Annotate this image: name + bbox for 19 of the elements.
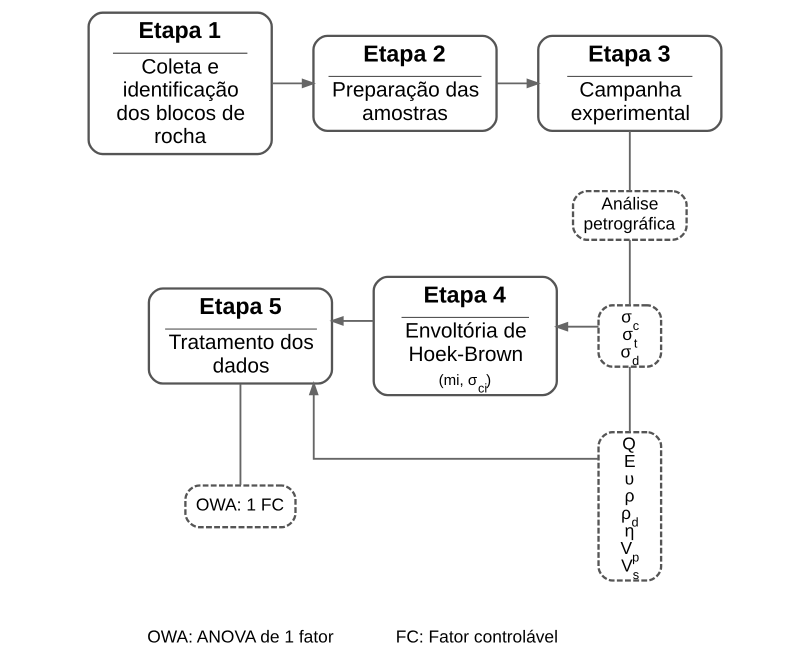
node-box: Etapa 5 Tratamento dos dados — [147, 287, 333, 385]
label: FC: Fator controlável — [395, 626, 558, 647]
arrow — [554, 322, 598, 332]
connector — [628, 131, 630, 191]
connector — [628, 366, 630, 432]
node-box: Etapa 2 Preparação das amostras — [312, 34, 498, 132]
node-box: Etapa 1 Coleta e identificação dos blocos de rocha — [86, 12, 272, 156]
label: OWA: ANOVA de 1 fator — [146, 626, 334, 647]
node-box: Análise petrográfica — [571, 190, 688, 241]
arrow — [271, 78, 316, 88]
node-box: Etapa 3 Campanha experimental — [536, 34, 722, 132]
node-box: Q E υ ρ ρ$_{d}$ η V$_{p}$ V$_{s}$ — [596, 431, 662, 582]
arrow — [496, 78, 540, 88]
node-box: σ$_{c}$ σ$_{t}$ σ$_{d}$ — [596, 304, 662, 368]
arrow — [308, 381, 598, 460]
connector — [239, 384, 241, 486]
connector — [628, 240, 630, 306]
arrow — [328, 316, 373, 326]
node-box: OWA: 1 FC — [184, 484, 296, 528]
